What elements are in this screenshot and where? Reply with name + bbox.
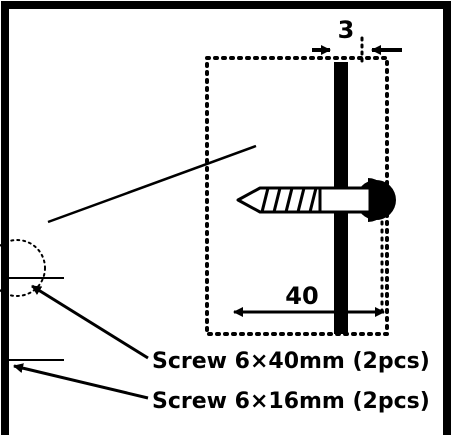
callout-arrow-short-screw [13, 363, 149, 400]
zoom-leader-line [47, 144, 257, 224]
callout-arrow-long-screw [31, 284, 149, 360]
callout-label-short-screw: Screw 6×16mm (2pcs) [152, 389, 430, 414]
screw-icon [236, 178, 396, 222]
thickness-dimension-label: 3 [338, 16, 355, 44]
length-dimension-label: 40 [285, 282, 318, 310]
callout-label-long-screw: Screw 6×40mm (2pcs) [152, 349, 430, 374]
hole-location-dotted-circle [0, 239, 46, 297]
